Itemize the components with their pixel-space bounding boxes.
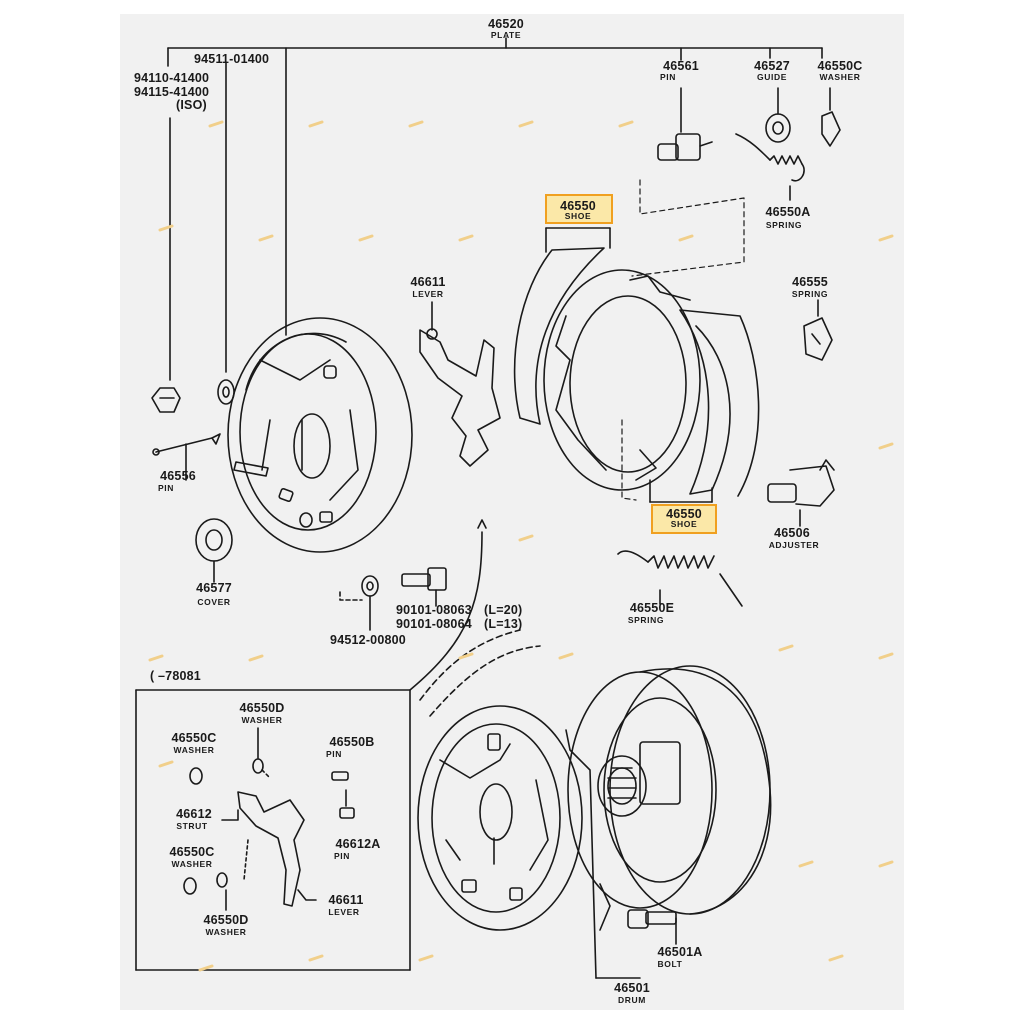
spring-e-part (617, 550, 743, 607)
shoe-upper-number[interactable]: 46550 (560, 199, 596, 213)
nut-small-part (339, 575, 379, 631)
bolt-b-length: (L=13) (484, 617, 523, 631)
nut-number-1[interactable]: 94110-41400 (134, 71, 210, 85)
washer-top-name: WASHER (819, 72, 861, 82)
shoe-lower-name: SHOE (670, 519, 698, 529)
watermark-marks (148, 120, 894, 972)
inset-frame (135, 689, 411, 971)
guide-name: GUIDE (757, 72, 787, 82)
cover-number[interactable]: 46577 (196, 581, 232, 595)
lever-top-name: LEVER (412, 289, 444, 299)
bolt-part-upper (401, 567, 447, 607)
shoe-frame (543, 269, 701, 491)
inset-lever-number[interactable]: 46611 (328, 893, 364, 907)
inset-parts (183, 727, 355, 911)
drum-leader (565, 729, 641, 979)
bolt-hub-name: BOLT (657, 959, 683, 969)
nut-number-2[interactable]: 94115-41400 (134, 85, 210, 99)
drum-number[interactable]: 46501 (614, 981, 650, 995)
backing-plate (227, 317, 413, 553)
lever-top-number[interactable]: 46611 (410, 275, 446, 289)
plate-name: PLATE (490, 30, 522, 40)
pin-556-part (152, 433, 221, 481)
plate-number[interactable]: 46520 (488, 17, 524, 31)
bolt-b-number[interactable]: 90101-08064 (396, 617, 472, 631)
cover-name: COVER (197, 597, 231, 607)
bolt-a-number[interactable]: 90101-08063 (396, 603, 472, 617)
adjuster-number[interactable]: 46506 (774, 526, 810, 540)
shoe-upper-highlight (545, 194, 613, 224)
spring-555-name: SPRING (791, 289, 829, 299)
inset-pin-a-number[interactable]: 46612A (335, 837, 381, 851)
pin-top-name: PIN (660, 72, 676, 82)
lever-part-top (419, 301, 501, 467)
inset-strut-name: STRUT (176, 821, 208, 831)
brake-shoe-upper-part (513, 227, 611, 425)
pin-part-top (657, 87, 713, 161)
plate-leader (167, 37, 823, 381)
shoe-lower-highlight (651, 504, 717, 534)
bolt-a-length: (L=20) (484, 603, 523, 617)
inset-washer-d-bot-name: WASHER (205, 927, 247, 937)
washer-top-part (821, 87, 841, 147)
lock-washer (217, 379, 235, 405)
inset-pin-a-name: PIN (334, 851, 350, 861)
spring-555-part (803, 299, 833, 361)
guide-part (765, 87, 791, 143)
drum-guide-arcs (419, 629, 541, 717)
spring-a-name: SPRING (765, 220, 803, 230)
nut (151, 387, 181, 413)
spring-e-number[interactable]: 46550E (629, 601, 675, 615)
shoe-lower-number[interactable]: 46550 (666, 507, 702, 521)
shoe-upper-name: SHOE (564, 211, 592, 221)
washer-top-number[interactable]: 46550C (817, 59, 863, 73)
inset-washer-c-top-name: WASHER (173, 745, 215, 755)
drum-bolt-part (627, 909, 677, 945)
inset-lever-name: LEVER (328, 907, 360, 917)
inset-washer-d-top-number[interactable]: 46550D (239, 701, 285, 715)
pin-top-number[interactable]: 46561 (663, 59, 699, 73)
spring-e-name: SPRING (627, 615, 665, 625)
cover-part (195, 518, 233, 583)
spring-555-number[interactable]: 46555 (792, 275, 828, 289)
inset-pin-b-number[interactable]: 46550B (329, 735, 375, 749)
parking-cable (409, 519, 487, 691)
pin-556-name: PIN (158, 483, 174, 493)
inset-pin-b-name: PIN (326, 749, 342, 759)
adjuster-part (767, 459, 835, 527)
inset-range: ( –78081 (150, 669, 201, 683)
nut-note: (ISO) (176, 98, 207, 112)
inset-washer-c-bot-name: WASHER (171, 859, 213, 869)
guide-leaders (621, 179, 745, 501)
spring-a-part (735, 133, 805, 201)
inset-washer-c-top-number[interactable]: 46550C (171, 731, 217, 745)
drum-name: DRUM (618, 995, 646, 1005)
inset-strut-number[interactable]: 46612 (176, 807, 212, 821)
bolt-hub-number[interactable]: 46501A (657, 945, 703, 959)
spring-a-number[interactable]: 46550A (765, 205, 811, 219)
lower-backing-plate (417, 705, 583, 931)
brake-shoe-lower-part (649, 309, 760, 503)
adjuster-name: ADJUSTER (768, 540, 820, 550)
nut-small-number[interactable]: 94512-00800 (330, 633, 406, 647)
guide-number[interactable]: 46527 (754, 59, 790, 73)
brake-drum (567, 665, 772, 931)
inset-washer-d-bot-number[interactable]: 46550D (203, 913, 249, 927)
lock-washer-number[interactable]: 94511-01400 (194, 52, 270, 66)
inset-washer-c-bot-number[interactable]: 46550C (169, 845, 215, 859)
inset-washer-d-top-name: WASHER (241, 715, 283, 725)
pin-556-number[interactable]: 46556 (160, 469, 196, 483)
